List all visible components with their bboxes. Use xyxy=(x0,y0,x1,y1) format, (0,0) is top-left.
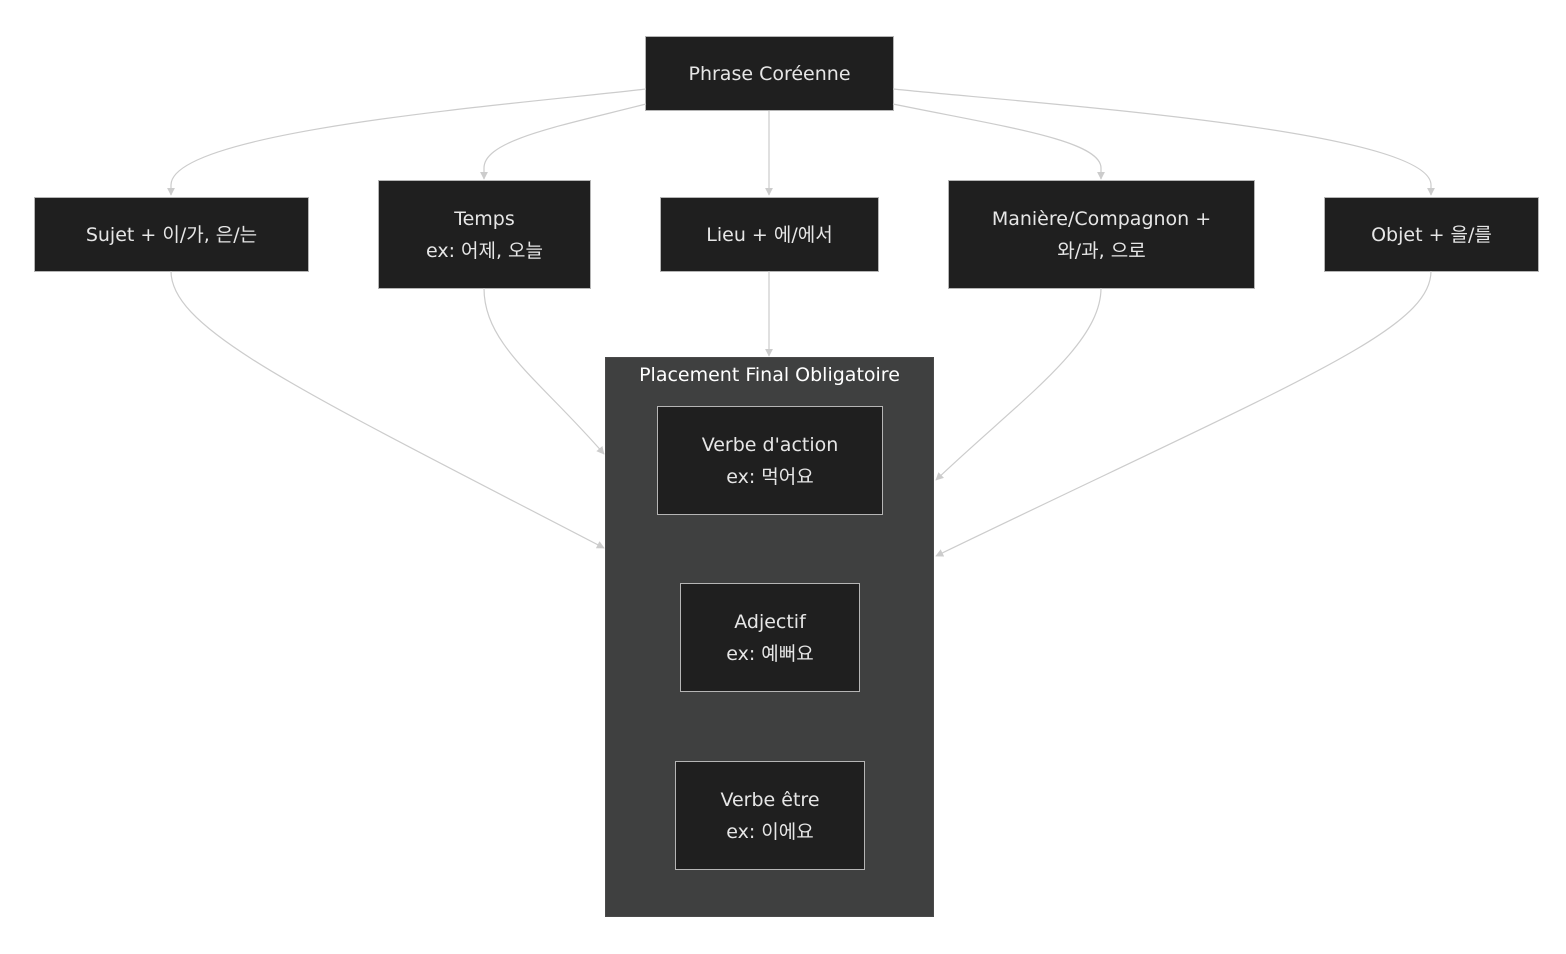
node-lieu: Lieu + 에/에서 xyxy=(660,197,879,272)
node-sujet: Sujet + 이/가, 은/는 xyxy=(34,197,309,272)
node-label-line-1: Temps xyxy=(454,207,515,230)
node-label: Phrase Coréenne xyxy=(688,62,851,85)
edge-temps-to-final xyxy=(483,287,605,455)
edge-objet-to-final xyxy=(935,270,1432,557)
node-label-line-1: Adjectif xyxy=(734,610,806,633)
node-adjectif: Adjectif ex: 예뻐요 xyxy=(680,583,860,692)
node-label-line-1: Verbe être xyxy=(720,788,820,811)
node-phrase-coreenne: Phrase Coréenne xyxy=(645,36,894,111)
node-label: Sujet + 이/가, 은/는 xyxy=(85,223,258,246)
edge-root-to-maniere xyxy=(892,103,1105,180)
node-objet: Objet + 을/를 xyxy=(1324,197,1539,272)
node-maniere-compagnon: Manière/Compagnon + 와/과, 으로 xyxy=(948,180,1255,289)
node-verbe-etre: Verbe être ex: 이에요 xyxy=(675,761,865,870)
edge-maniere-to-final xyxy=(935,287,1102,481)
node-label-line-2: ex: 어제, 오늘 xyxy=(425,239,544,262)
node-verbe-action: Verbe d'action ex: 먹어요 xyxy=(657,406,883,515)
node-label-line-2: 와/과, 으로 xyxy=(1057,239,1146,262)
edge-sujet-to-final xyxy=(170,270,605,549)
node-label-line-1: Manière/Compagnon + xyxy=(991,207,1212,230)
node-label: Lieu + 에/에서 xyxy=(706,223,833,246)
node-label-line-1: Verbe d'action xyxy=(701,433,839,456)
node-label-line-2: ex: 먹어요 xyxy=(726,465,814,488)
edge-root-to-temps xyxy=(480,103,647,180)
node-temps: Temps ex: 어제, 오늘 xyxy=(378,180,591,289)
node-label: Objet + 을/를 xyxy=(1371,223,1492,246)
node-label-line-2: ex: 이에요 xyxy=(726,820,814,843)
group-title: Placement Final Obligatoire xyxy=(639,364,900,386)
node-label-line-2: ex: 예뻐요 xyxy=(726,642,814,665)
